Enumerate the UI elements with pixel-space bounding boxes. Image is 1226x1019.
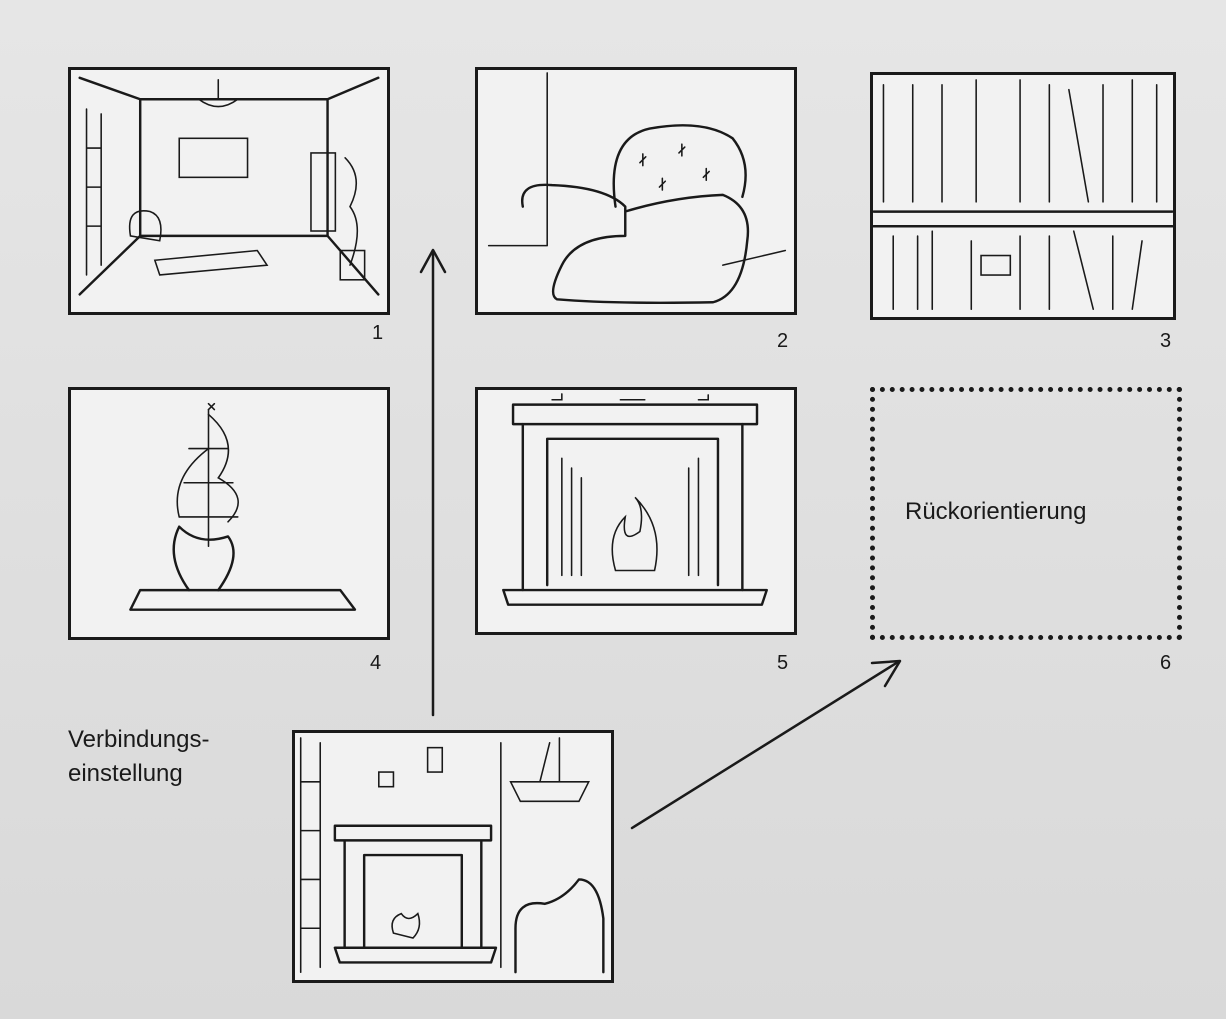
connection-label-line1: Verbindungs- — [68, 724, 209, 756]
panel-number-2: 2 — [777, 330, 788, 353]
connection-label-line2: einstellung — [68, 758, 183, 790]
panel-number-1: 1 — [372, 322, 383, 345]
room-sketch — [71, 70, 387, 312]
fireplace-sketch — [478, 390, 794, 632]
connection-panel — [292, 730, 614, 983]
panel-5-fireplace — [475, 387, 797, 635]
connection-sketch — [295, 733, 611, 980]
diagonal-arrow — [632, 661, 900, 828]
panel-3-bookshelf — [870, 72, 1176, 320]
placeholder-label: Rückorientierung — [905, 496, 1086, 528]
up-arrow — [421, 250, 445, 715]
panel-1-room — [68, 67, 390, 315]
ship-sketch — [71, 390, 387, 637]
panel-number-3: 3 — [1160, 330, 1171, 353]
armchair-sketch — [478, 70, 794, 312]
panel-4-ship — [68, 387, 390, 640]
panel-number-5: 5 — [777, 652, 788, 675]
bookshelf-sketch — [873, 75, 1173, 317]
panel-number-4: 4 — [370, 652, 381, 675]
panel-number-6: 6 — [1160, 652, 1171, 675]
panel-2-armchair — [475, 67, 797, 315]
